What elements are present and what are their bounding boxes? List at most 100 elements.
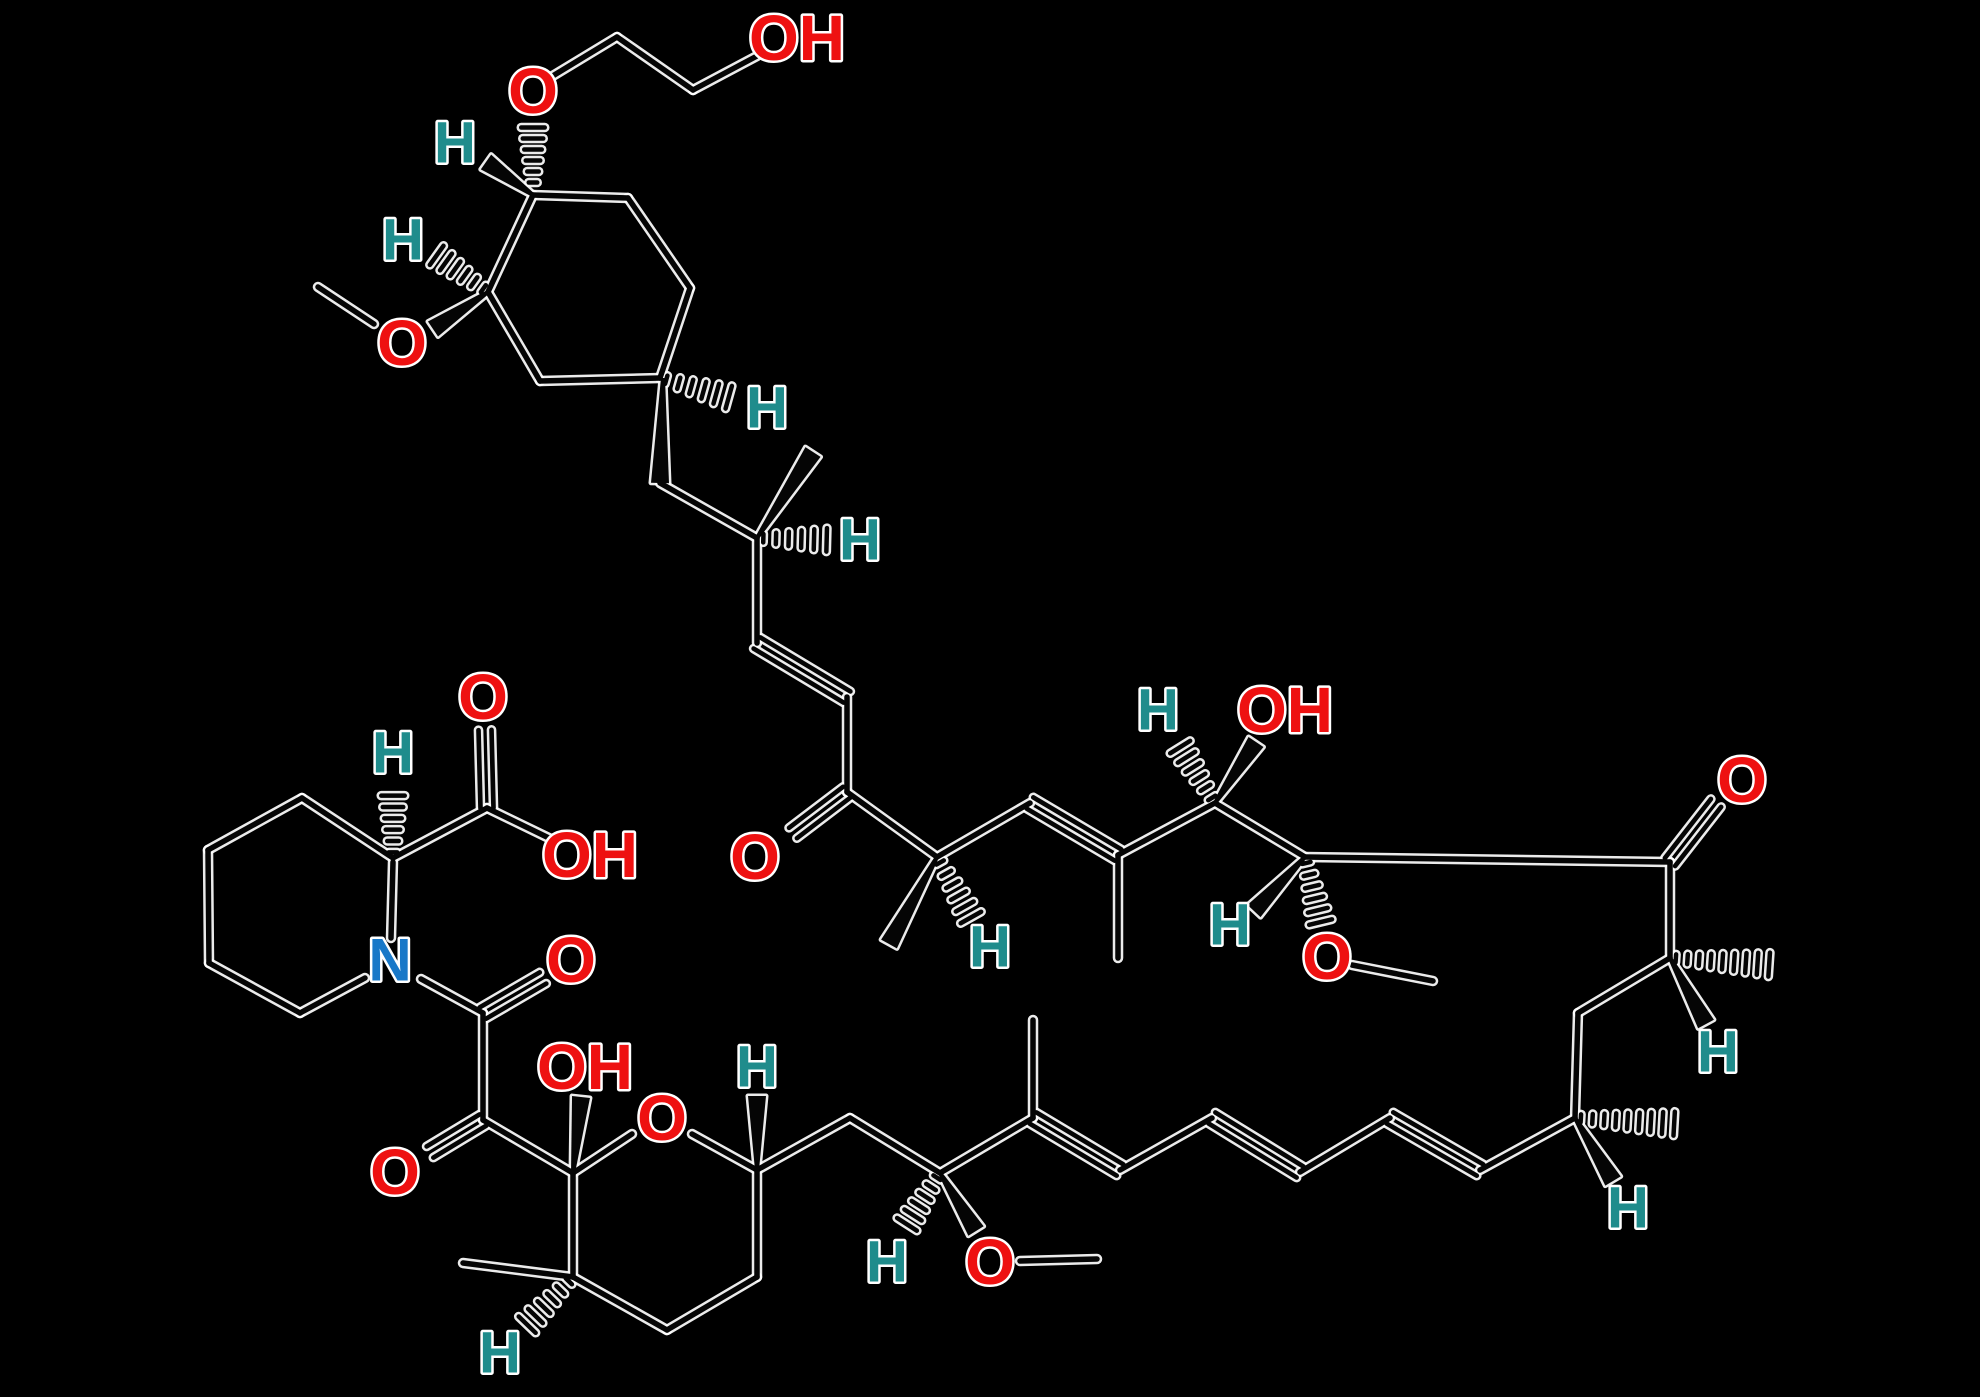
bond-h-82	[525, 1306, 546, 1326]
bond-w-4	[480, 154, 535, 197]
bond-h-53	[916, 1190, 934, 1203]
bond-h-39	[1696, 951, 1702, 969]
bond-h-30	[1198, 782, 1213, 794]
bond-d-46	[1384, 1121, 1480, 1178]
bond-h-14	[699, 379, 709, 401]
atom-label-H: H	[1697, 1020, 1739, 1085]
bond-h-43	[1613, 1111, 1619, 1130]
bond-w-54	[938, 1171, 984, 1236]
atom-label-OH: OH	[749, 2, 845, 74]
bond-s-60	[570, 1131, 635, 1176]
bond-d-69	[477, 970, 543, 1010]
atom-label-H: H	[969, 915, 1011, 980]
bond-h-25	[953, 899, 976, 914]
bond-h-53	[909, 1198, 929, 1213]
bond-h-18	[824, 525, 830, 554]
bond-d-37	[1662, 796, 1714, 861]
bond-s-10	[485, 192, 536, 295]
bond-w-58	[748, 1096, 766, 1170]
bond-h-11	[468, 275, 480, 289]
bond-h-34	[1306, 917, 1335, 928]
bond-s-35	[1349, 962, 1436, 984]
bond-h-14	[662, 373, 670, 387]
bond-h-53	[931, 1173, 943, 1183]
bond-s-66	[480, 1117, 576, 1176]
bond-h-43	[1589, 1111, 1596, 1127]
bond-s-47	[1297, 1115, 1393, 1175]
bond-s-55	[1017, 1256, 1100, 1264]
bond-d-20	[751, 646, 846, 705]
bond-s-13	[315, 284, 377, 327]
bond-h-25	[938, 868, 954, 879]
bond-h-39	[1708, 951, 1714, 970]
bond-s-75	[484, 805, 556, 843]
atom-label-OH: OH	[537, 1031, 633, 1103]
atom-label-O: O	[730, 821, 780, 893]
atom-label-H: H	[866, 1230, 908, 1295]
atom-label-OH: OH	[542, 819, 638, 891]
bond-s-52	[937, 1115, 1036, 1176]
bond-h-82	[544, 1291, 560, 1306]
bond-d-69	[483, 981, 549, 1021]
bond-w-65	[571, 1096, 590, 1174]
atom-label-O: O	[1302, 921, 1352, 993]
atom-label-O: O	[546, 924, 596, 996]
bond-h-11	[447, 259, 463, 279]
bond-h-25	[943, 878, 961, 891]
bond-h-53	[894, 1215, 920, 1233]
bond-h-34	[1300, 859, 1313, 867]
bond-h-14	[674, 375, 683, 392]
bond-h-25	[948, 888, 969, 903]
bond-h-43	[1659, 1109, 1666, 1137]
bond-s-9	[485, 289, 543, 384]
bond-s-6	[625, 195, 693, 291]
bond-h-25	[934, 858, 947, 867]
bond-w-15	[651, 377, 669, 484]
atom-label-O: O	[377, 307, 427, 379]
atom-label-N: N	[368, 927, 411, 994]
bond-h-34	[1305, 905, 1330, 915]
atom-label-H: H	[746, 376, 788, 441]
bond-s-5	[530, 192, 631, 201]
bond-s-8	[537, 375, 663, 384]
bond-w-31	[1213, 736, 1264, 805]
bond-h-39	[1731, 951, 1738, 974]
atom-label-O: O	[508, 55, 558, 127]
bond-h-30	[1175, 749, 1198, 765]
bond-h-14	[687, 377, 696, 396]
bond-h-11	[458, 267, 472, 284]
atom-label-H: H	[382, 208, 424, 273]
bond-s-41	[1575, 955, 1673, 1016]
bond-w-44	[1573, 1116, 1621, 1186]
bond-h-82	[535, 1299, 553, 1316]
bond-h-39	[1719, 951, 1726, 972]
bond-h-14	[711, 381, 722, 406]
bond-w-24	[881, 856, 939, 949]
bond-d-27	[1024, 806, 1118, 863]
atom-label-H: H	[1137, 678, 1179, 743]
bond-w-12	[427, 290, 490, 337]
atom-label-O: O	[458, 661, 508, 733]
bond-h-30	[1183, 760, 1203, 775]
bond-s-73	[390, 805, 490, 861]
bond-s-76	[299, 795, 396, 861]
bond-d-67	[424, 1112, 482, 1149]
bond-w-17	[755, 447, 821, 540]
bond-h-43	[1601, 1111, 1607, 1128]
bond-h-14	[723, 383, 735, 411]
bond-s-32	[1212, 800, 1308, 860]
bond-s-81	[460, 1260, 576, 1280]
bond-s-36	[1302, 854, 1673, 865]
atom-label-H: H	[1607, 1176, 1649, 1241]
bond-h-25	[958, 909, 984, 926]
bond-h-11	[427, 243, 446, 268]
bond-s-2	[614, 34, 696, 93]
atom-label-H: H	[839, 508, 881, 573]
bond-h-11	[437, 251, 455, 273]
bond-s-26	[934, 800, 1033, 860]
bond-s-70	[418, 976, 486, 1016]
bond-s-16	[657, 480, 760, 541]
bond-h-53	[902, 1207, 924, 1223]
